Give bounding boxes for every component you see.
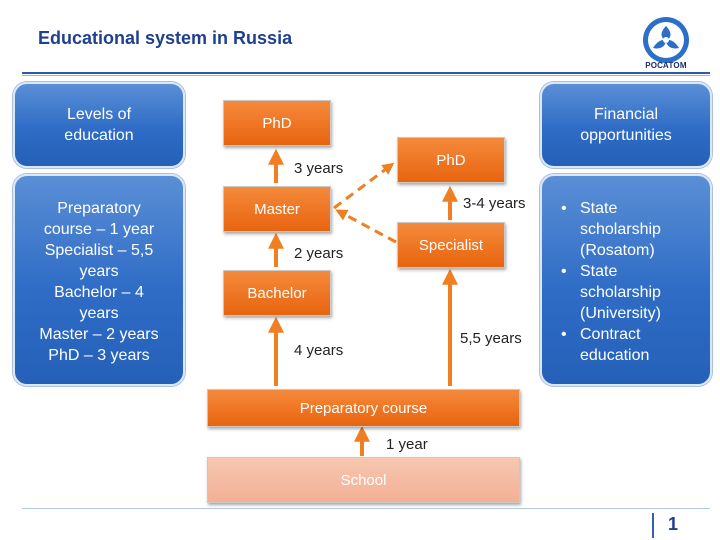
financial-opportunities-list: State scholarship (Rosatom) State schola… bbox=[540, 174, 712, 386]
label-prep-to-bachelor: 4 years bbox=[294, 342, 344, 359]
label-prep-to-specialist: 5,5 years bbox=[460, 330, 522, 347]
duration-line: PhD – 3 years bbox=[48, 347, 150, 364]
financial-item-line: State bbox=[580, 200, 618, 217]
duration-line: years bbox=[79, 263, 119, 280]
header-divider bbox=[22, 72, 710, 74]
duration-line: Specialist – 5,5 bbox=[44, 242, 154, 259]
label-specialist-to-phd: 3-4 years bbox=[463, 195, 526, 212]
label-master-to-phd: 3 years bbox=[294, 160, 344, 177]
node-specialist: Specialist bbox=[397, 222, 505, 268]
duration-line: course – 1 year bbox=[43, 221, 155, 238]
arrow-master-to-phd-right bbox=[333, 162, 395, 210]
node-preparatory-course: Preparatory course bbox=[207, 389, 520, 427]
label-bachelor-to-master: 2 years bbox=[294, 245, 344, 262]
financial-item: State scholarship (University) bbox=[561, 261, 702, 324]
financial-item-line: scholarship bbox=[580, 284, 661, 301]
node-phd-left: PhD bbox=[223, 100, 331, 146]
levels-of-education-header: Levels of education bbox=[13, 82, 185, 168]
duration-line: Master – 2 years bbox=[39, 326, 159, 343]
financial-opportunities-header: Financial opportunities bbox=[540, 82, 712, 168]
footer-divider bbox=[22, 508, 710, 509]
financial-item-line: State bbox=[580, 263, 618, 280]
financial-header-line: opportunities bbox=[580, 127, 672, 144]
logo-text: РОСАТОМ bbox=[645, 61, 687, 70]
financial-item-line: education bbox=[580, 347, 650, 364]
duration-line: years bbox=[79, 305, 119, 322]
financial-item: Contract education bbox=[561, 324, 702, 366]
levels-header-line: education bbox=[64, 127, 134, 144]
page-number-separator bbox=[652, 513, 654, 538]
financial-header-line: Financial bbox=[593, 106, 659, 123]
arrow-specialist-to-master bbox=[335, 209, 397, 244]
financial-item: State scholarship (Rosatom) bbox=[561, 198, 702, 261]
levels-header-line: Levels of bbox=[66, 106, 132, 123]
header-divider-thin bbox=[22, 75, 710, 76]
rosatom-logo-icon bbox=[643, 17, 689, 63]
duration-line: Preparatory bbox=[57, 200, 141, 217]
education-durations-list: Preparatory course – 1 year Specialist –… bbox=[13, 174, 185, 386]
node-master: Master bbox=[223, 186, 331, 232]
slide-title: Educational system in Russia bbox=[38, 28, 293, 48]
financial-item-line: (University) bbox=[580, 305, 661, 322]
financial-item-line: scholarship bbox=[580, 221, 661, 238]
node-school: School bbox=[207, 457, 520, 503]
label-school-to-prep: 1 year bbox=[386, 436, 428, 453]
financial-item-line: (Rosatom) bbox=[580, 242, 655, 259]
page-number: 1 bbox=[668, 514, 679, 534]
financial-item-line: Contract bbox=[580, 326, 641, 343]
node-bachelor: Bachelor bbox=[223, 270, 331, 316]
node-phd-right: PhD bbox=[397, 137, 505, 183]
duration-line: Bachelor – 4 bbox=[54, 284, 144, 301]
